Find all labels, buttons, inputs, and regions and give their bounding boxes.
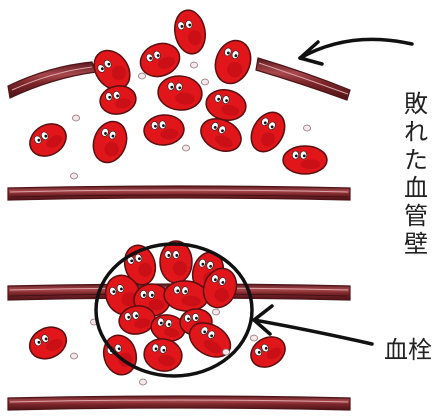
red-blood-cell-icon bbox=[24, 321, 71, 364]
lower-vessel-bottom-wall bbox=[8, 396, 350, 410]
red-blood-cell-icon bbox=[98, 83, 138, 117]
platelet-icon bbox=[251, 335, 258, 341]
red-blood-cell-icon bbox=[24, 118, 72, 163]
broken-wall-left bbox=[8, 62, 96, 98]
platelet-icon bbox=[223, 349, 230, 355]
upper-vessel-bottom-wall bbox=[8, 186, 350, 200]
thrombus-label: 血栓 bbox=[384, 330, 432, 365]
platelet-icon bbox=[191, 62, 198, 68]
red-blood-cell-icon bbox=[88, 117, 132, 167]
red-blood-cell-icon bbox=[245, 106, 292, 157]
red-blood-cell-icon bbox=[204, 87, 249, 123]
red-blood-cell-icon bbox=[99, 332, 140, 379]
broken-wall-right bbox=[256, 58, 350, 100]
red-blood-cell-icon bbox=[157, 74, 204, 112]
red-blood-cell-icon bbox=[283, 146, 327, 174]
platelet-icon bbox=[139, 73, 146, 79]
platelet-icon bbox=[71, 353, 78, 359]
platelet-icon bbox=[304, 125, 311, 131]
red-blood-cell-icon bbox=[142, 336, 185, 374]
red-blood-cell-icon bbox=[196, 113, 247, 158]
platelet-icon bbox=[73, 115, 80, 121]
platelet-icon bbox=[202, 79, 209, 85]
platelet-icon bbox=[213, 309, 220, 315]
red-blood-cell-icon bbox=[143, 113, 185, 146]
platelet-icon bbox=[183, 145, 190, 151]
platelet-icon bbox=[140, 379, 147, 385]
red-blood-cell-icon bbox=[160, 241, 192, 283]
red-blood-cell-icon bbox=[210, 36, 257, 89]
broken-vessel-wall-label: 敗れた血管壁 bbox=[402, 90, 430, 258]
arrow-icon bbox=[300, 39, 412, 64]
platelet-icon bbox=[71, 173, 78, 179]
